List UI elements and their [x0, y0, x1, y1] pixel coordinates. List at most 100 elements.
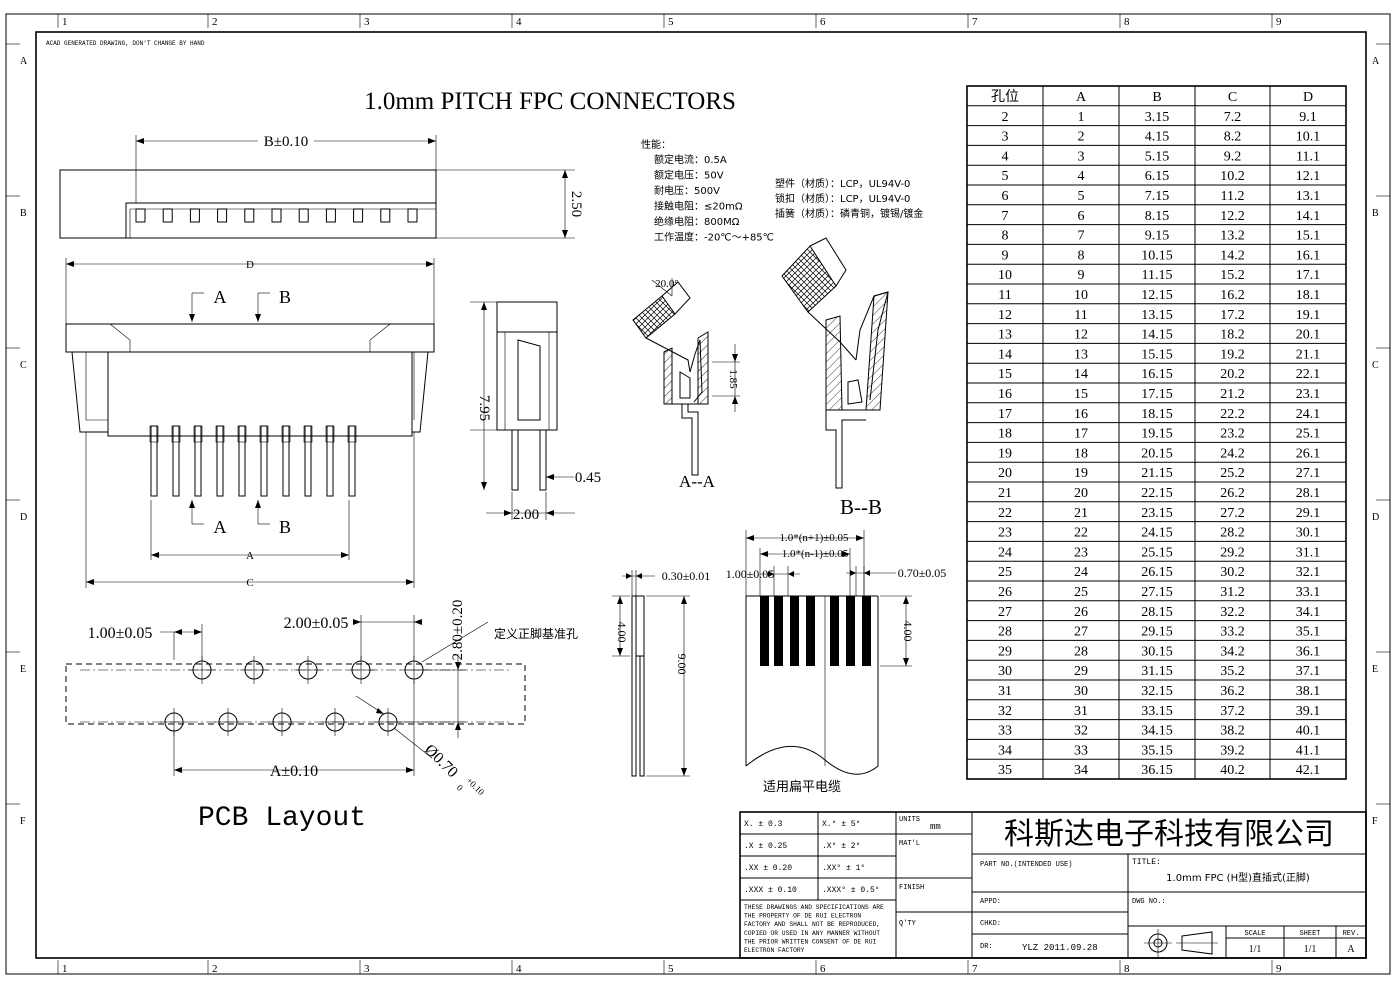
contact-slot [325, 208, 336, 223]
pin-shoulder [347, 425, 357, 443]
tol-dxx-angle: .XX° ± 1° [822, 864, 865, 873]
table-cell: 8.2 [1224, 130, 1242, 145]
finish-label: FINISH [899, 884, 924, 892]
column-label-bottom: 2 [212, 963, 218, 975]
table-cell: 21.2 [1220, 387, 1245, 402]
fpc-finger [760, 596, 769, 666]
scale-value: 1/1 [1249, 944, 1262, 955]
table-cell: 20 [998, 466, 1012, 481]
table-cell: 30 [998, 664, 1012, 679]
table-cell: 5 [1002, 169, 1009, 184]
table-cell: 7 [1078, 229, 1085, 244]
table-cell: 3 [1078, 149, 1085, 164]
dim-7-95: 7.95 [476, 395, 492, 421]
table-cell: 17.1 [1296, 268, 1321, 283]
fpc-finger [846, 596, 855, 666]
table-cell: 4 [1078, 169, 1085, 184]
pin-shoulder [237, 425, 247, 443]
table-cell: 7.15 [1145, 189, 1170, 204]
dim-2-50: 2.50 [568, 191, 584, 217]
table-cell: 34 [998, 743, 1012, 758]
contact-slot [407, 208, 418, 223]
spec-electrical-item: 接触电阻：≤20mΩ [654, 200, 743, 213]
table-cell: 32.1 [1296, 565, 1321, 580]
table-cell: 25.1 [1296, 427, 1321, 442]
dim-a: A [246, 550, 254, 562]
table-cell: 7 [1002, 209, 1009, 224]
table-cell: 9.2 [1224, 149, 1242, 164]
table-cell: 10.2 [1220, 169, 1245, 184]
table-cell: 19.15 [1141, 427, 1173, 442]
hole-dia: Ø0.70 [421, 741, 461, 781]
table-cell: 34.1 [1296, 605, 1321, 620]
disclaimer-line: THE PROPERTY OF DE RUI ELECTRON [744, 913, 861, 920]
table-cell: 23.2 [1220, 427, 1245, 442]
chkd-label: CHKD: [980, 920, 1001, 928]
table-cell: 15.15 [1141, 347, 1173, 362]
appd-label: APPD: [980, 898, 1001, 906]
column-label-top: 5 [668, 16, 674, 28]
dim-fpc-4-00-left: 4.00 [615, 622, 629, 643]
table-cell: 37.1 [1296, 664, 1321, 679]
scale-label: SCALE [1244, 930, 1265, 938]
row-label-right: C [1372, 360, 1379, 371]
table-cell: 35.2 [1220, 664, 1245, 679]
table-cell: 16 [1074, 407, 1088, 422]
tol-dxxx: .XXX ± 0.10 [744, 886, 797, 895]
contact-slot [271, 208, 282, 223]
dim-pitch-1-00: 1.00±0.05 [88, 625, 153, 642]
table-cell: 38.2 [1220, 724, 1245, 739]
front-view: D A B A B A C [65, 258, 435, 589]
table-cell: 13 [998, 328, 1012, 343]
table-cell: 19.1 [1296, 308, 1321, 323]
table-cell: 22 [1074, 526, 1088, 541]
table-cell: 34 [1074, 763, 1088, 778]
contact-slot [135, 208, 146, 223]
table-cell: 36.15 [1141, 763, 1173, 778]
row-label-left: A [20, 56, 28, 67]
table-cell: 27 [1074, 625, 1088, 640]
table-cell: 26 [1074, 605, 1088, 620]
table-cell: 25 [1074, 585, 1088, 600]
title-block: X. ± 0.3 X.° ± 5° .X ± 0.25 .X° ± 2° .XX… [739, 811, 1367, 959]
table-cell: 27 [998, 605, 1012, 620]
table-cell: 28 [1074, 644, 1088, 659]
table-cell: 29 [998, 644, 1012, 659]
table-cell: 30.1 [1296, 526, 1321, 541]
top-view: B±0.10 2.50 [59, 131, 584, 239]
table-cell: 11.15 [1142, 268, 1173, 283]
spec-material-item: 插簧（材质）：磷青铜，镀锡/镀金 [775, 207, 923, 220]
pin-shoulder [171, 425, 181, 443]
table-cell: 23 [998, 526, 1012, 541]
table-cell: 32 [1074, 724, 1088, 739]
table-cell: 15 [1074, 387, 1088, 402]
pin-shoulder [149, 425, 159, 443]
table-cell: 39.1 [1296, 704, 1321, 719]
qty-label: Q'TY [899, 920, 917, 928]
fpc-finger [806, 596, 815, 666]
row-label-right: E [1372, 664, 1378, 675]
table-cell: 11.2 [1221, 189, 1245, 204]
table-cell: 18 [998, 427, 1012, 442]
table-cell: 34.15 [1141, 724, 1173, 739]
table-cell: 16.2 [1220, 288, 1245, 303]
table-cell: 12.2 [1220, 209, 1245, 224]
table-cell: 39.2 [1220, 743, 1245, 758]
pin-shoulder [193, 425, 203, 443]
units-value: mm [930, 822, 941, 832]
table-cell: 16.15 [1141, 367, 1173, 382]
table-cell: 29 [1074, 664, 1088, 679]
table-cell: 2 [1078, 130, 1085, 145]
table-cell: 20.2 [1220, 367, 1245, 382]
row-label-left: C [20, 360, 27, 371]
units-label: UNITS [899, 816, 920, 824]
sheet-value: 1/1 [1304, 944, 1317, 955]
table-cell: 33 [998, 724, 1012, 739]
fpc-cable: 1.0*(n+1)±0.05 1.0*(n-1)±0.05 1.00±0.05 … [726, 530, 947, 795]
table-cell: 23.15 [1141, 506, 1173, 521]
table-cell: 27.2 [1220, 506, 1245, 521]
row-label-right: D [1372, 512, 1379, 523]
column-label-bottom: 9 [1276, 963, 1282, 975]
dim-fpc-width: 0.70±0.05 [898, 566, 947, 580]
dim-b-tol: B±0.10 [264, 134, 309, 150]
